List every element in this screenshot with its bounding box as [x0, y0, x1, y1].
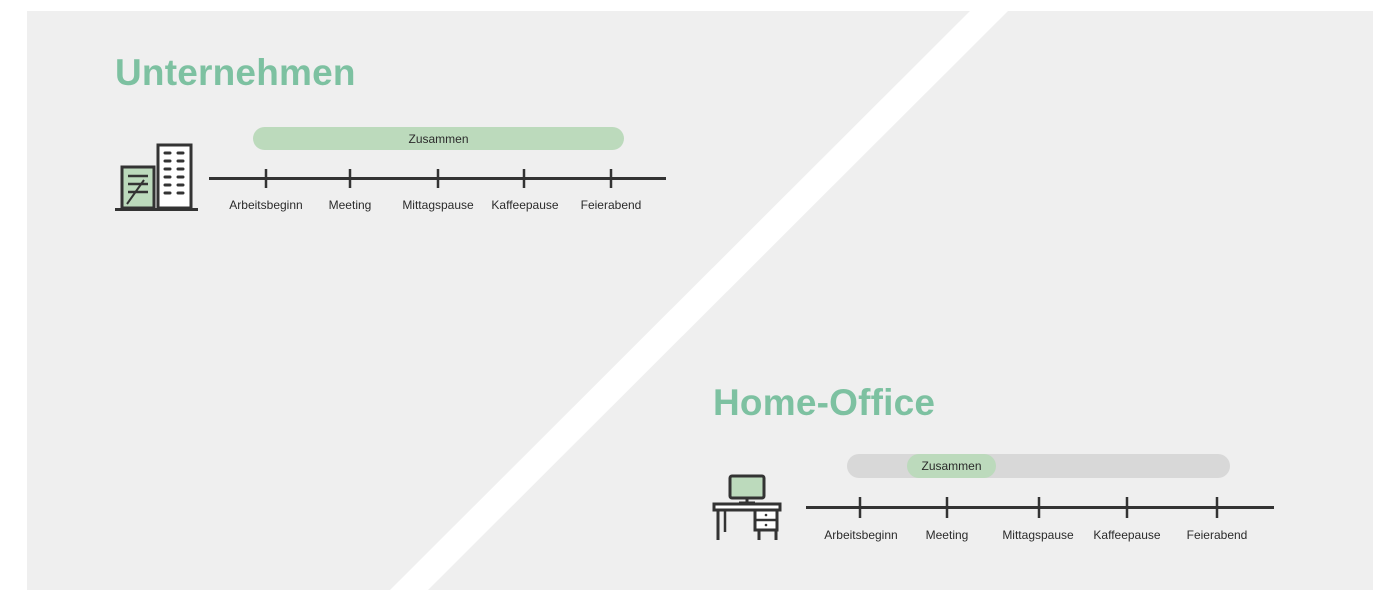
home-milestone-label: Mittagspause — [1002, 528, 1074, 542]
home-office-section-title: Home-Office — [713, 382, 936, 423]
company-milestone-label: Feierabend — [580, 198, 642, 212]
company-timeline-ticks — [264, 169, 613, 188]
home-milestone-label: Kaffeepause — [1093, 528, 1161, 542]
desk-computer-icon — [712, 474, 782, 540]
company-milestone-label: Mittagspause — [402, 198, 474, 212]
home-together-bar — [907, 454, 996, 478]
diagonal-divider — [390, 11, 1008, 590]
office-building-icon — [115, 143, 198, 211]
company-milestone-label: Kaffeepause — [491, 198, 559, 212]
company-together-bar-label: Zusammen — [408, 132, 469, 146]
company-milestone-label: Meeting — [328, 198, 372, 212]
home-milestone-label: Arbeitsbeginn — [824, 528, 898, 542]
home-milestone-label: Meeting — [925, 528, 969, 542]
company-together-bar — [253, 127, 624, 150]
home-milestone-label: Feierabend — [1186, 528, 1248, 542]
company-milestone-label: Arbeitsbeginn — [229, 198, 303, 212]
home-availability-bar — [847, 454, 1230, 478]
company-section-title: Unternehmen — [115, 52, 356, 93]
home-timeline-ticks — [858, 497, 1219, 518]
home-together-bar-label: Zusammen — [921, 459, 982, 473]
